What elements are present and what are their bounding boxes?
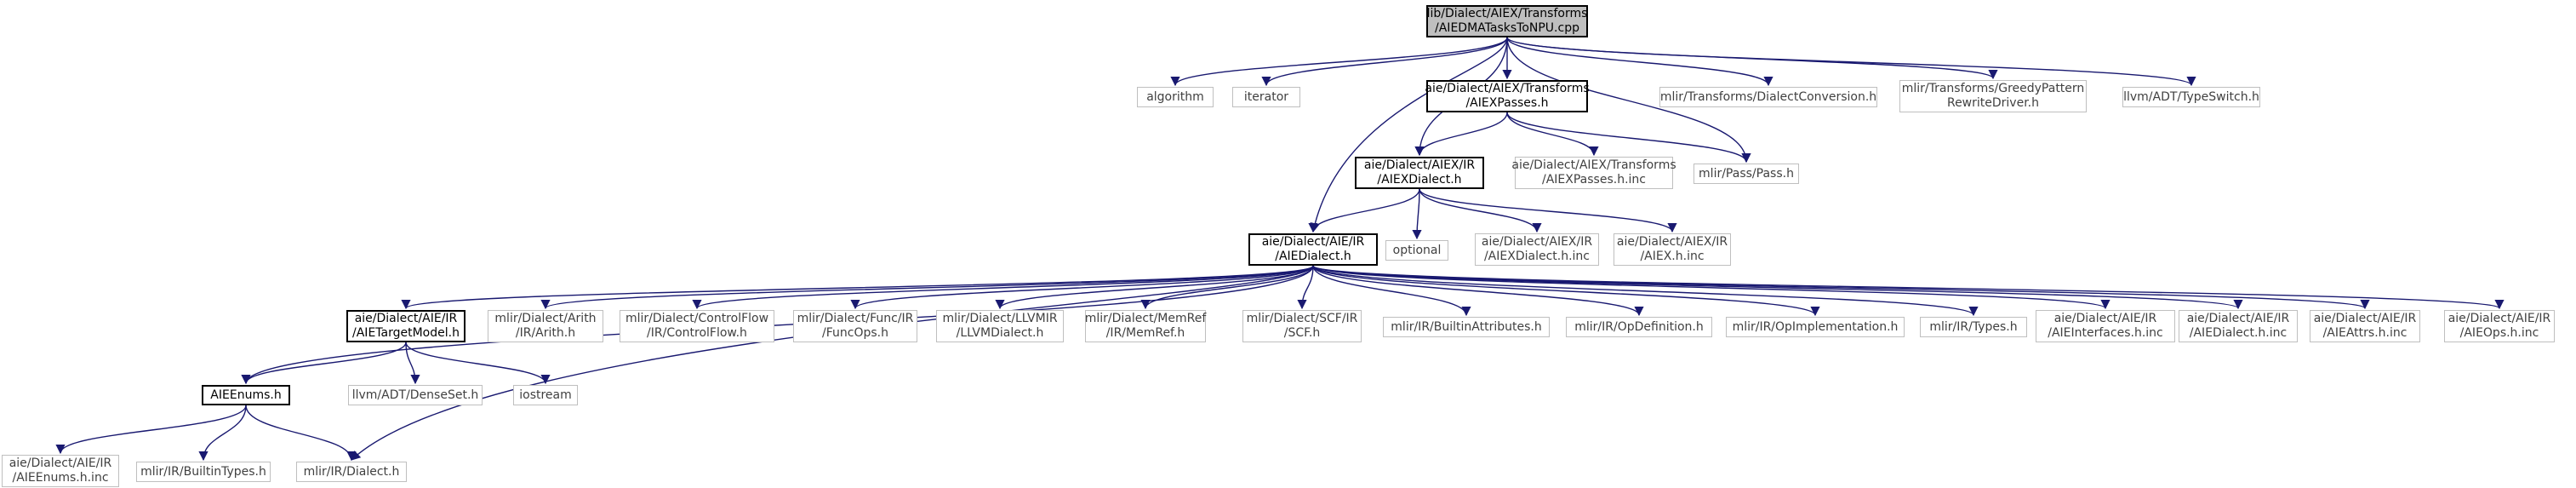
graph-edge-aiedialect-to-scf	[1297, 265, 1314, 310]
graph-node-llvmdialect[interactable]: mlir/Dialect/LLVMIR /LLVMDialect.h	[936, 310, 1064, 342]
graph-node-typeswitch[interactable]: llvm/ADT/TypeSwitch.h	[2122, 87, 2260, 107]
graph-node-dialectconv[interactable]: mlir/Transforms/DialectConversion.h	[1659, 87, 1877, 107]
graph-edge-aietarget-to-aieenums	[241, 342, 407, 385]
graph-edge-root-to-aiedialect	[1310, 37, 1508, 233]
graph-edge-aiedialect-to-aieinterfaces	[1312, 265, 2110, 310]
graph-edge-aiedialect-to-aietarget	[401, 265, 1314, 310]
graph-edge-aiexpasses-to-aiexdialect	[1414, 112, 1508, 157]
graph-edge-aiedialect-to-opdef	[1312, 265, 1644, 317]
graph-node-aieattrs[interactable]: aie/Dialect/AIE/IR /AIEAttrs.h.inc	[2310, 310, 2420, 342]
graph-edge-aietarget-to-iostream	[405, 342, 551, 385]
graph-node-aieinterfaces[interactable]: aie/Dialect/AIE/IR /AIEInterfaces.h.inc	[2036, 310, 2175, 342]
graph-edge-aieenums-to-irdialect	[245, 405, 357, 462]
graph-edge-root-to-iterator	[1261, 37, 1508, 87]
graph-edge-aiexdialect-to-aiedialect	[1308, 188, 1420, 233]
graph-node-aieenums[interactable]: AIEEnums.h	[202, 385, 290, 405]
graph-node-irdialect[interactable]: mlir/IR/Dialect.h	[296, 462, 407, 482]
graph-edge-aiedialect-to-opimpl	[1312, 265, 1820, 317]
graph-node-denseset[interactable]: llvm/ADT/DenseSet.h	[348, 385, 483, 405]
graph-node-root[interactable]: lib/Dialect/AIEX/Transforms /AIEDMATasks…	[1426, 5, 1588, 37]
graph-edge-aiexdialect-to-aiexinc	[1419, 188, 1677, 233]
graph-edge-aiedialect-to-arith	[540, 265, 1314, 310]
graph-edge-aieenums-to-builtintypes	[198, 405, 247, 462]
graph-node-aiedialect[interactable]: aie/Dialect/AIE/IR /AIEDialect.h	[1248, 233, 1378, 266]
graph-edge-aiedialect-to-funcops	[850, 265, 1314, 310]
graph-edge-aiedialect-to-controlflow	[692, 265, 1314, 310]
graph-node-iterator[interactable]: iterator	[1232, 87, 1300, 107]
graph-node-opimpl[interactable]: mlir/IR/OpImplementation.h	[1726, 317, 1905, 337]
graph-node-aieops[interactable]: aie/Dialect/AIE/IR /AIEOps.h.inc	[2444, 310, 2555, 342]
graph-edge-aietarget-to-denseset	[405, 342, 420, 385]
graph-edge-aiexpasses-to-pass	[1506, 112, 1751, 164]
graph-edge-root-to-typeswitch	[1506, 37, 2196, 87]
graph-node-aiexdialect[interactable]: aie/Dialect/AIEX/IR /AIEXDialect.h	[1355, 157, 1484, 189]
graph-edge-root-to-pass	[1506, 37, 1751, 164]
graph-node-aieenumsinc[interactable]: aie/Dialect/AIE/IR /AIEEnums.h.inc	[2, 455, 119, 487]
graph-edge-aiedialect-to-aieenums	[241, 265, 1314, 385]
graph-node-memref[interactable]: mlir/Dialect/MemRef /IR/MemRef.h	[1085, 310, 1206, 342]
graph-edge-aiedialect-to-memref	[1140, 265, 1314, 310]
graph-edge-aiexdialect-to-optional	[1412, 188, 1422, 240]
graph-node-builtintypes[interactable]: mlir/IR/BuiltinTypes.h	[136, 462, 271, 482]
graph-node-opdef[interactable]: mlir/IR/OpDefinition.h	[1566, 317, 1712, 337]
graph-node-aiexpassesinc[interactable]: aie/Dialect/AIEX/Transforms /AIEXPasses.…	[1511, 157, 1676, 189]
graph-node-optional[interactable]: optional	[1385, 240, 1448, 261]
graph-node-aiexdialectinc[interactable]: aie/Dialect/AIEX/IR /AIEXDialect.h.inc	[1475, 233, 1599, 266]
graph-node-aiedialectinc[interactable]: aie/Dialect/AIE/IR /AIEDialect.h.inc	[2179, 310, 2298, 342]
graph-edge-aiexpasses-to-aiexpassesinc	[1506, 112, 1599, 157]
graph-node-aiexinc[interactable]: aie/Dialect/AIEX/IR /AIEX.h.inc	[1614, 233, 1731, 266]
graph-node-aietarget[interactable]: aie/Dialect/AIE/IR /AIETargetModel.h	[346, 310, 466, 342]
graph-edge-root-to-algorithm	[1170, 37, 1508, 87]
graph-node-funcops[interactable]: mlir/Dialect/Func/IR /FuncOps.h	[793, 310, 917, 342]
graph-edge-aiedialect-to-builtinattr	[1312, 265, 1471, 317]
graph-node-pass[interactable]: mlir/Pass/Pass.h	[1694, 164, 1799, 184]
graph-node-builtinattr[interactable]: mlir/IR/BuiltinAttributes.h	[1383, 317, 1550, 337]
graph-node-aiexpasses[interactable]: aie/Dialect/AIEX/Transforms /AIEXPasses.…	[1425, 80, 1590, 112]
graph-edge-aieenums-to-aieenumsinc	[55, 405, 247, 455]
graph-node-greedy[interactable]: mlir/Transforms/GreedyPattern RewriteDri…	[1899, 80, 2087, 112]
graph-node-iostream[interactable]: iostream	[513, 385, 578, 405]
graph-node-controlflow[interactable]: mlir/Dialect/ControlFlow /IR/ControlFlow…	[620, 310, 774, 342]
graph-edge-aiedialect-to-types	[1312, 265, 1979, 317]
graph-node-arith[interactable]: mlir/Dialect/Arith /IR/Arith.h	[488, 310, 603, 342]
graph-edge-aiedialect-to-aieops	[1312, 265, 2505, 310]
graph-edge-aiedialect-to-aiedialectinc	[1312, 265, 2243, 310]
graph-edge-root-to-dialectconv	[1506, 37, 1773, 87]
graph-node-types[interactable]: mlir/IR/Types.h	[1920, 317, 2027, 337]
graph-node-scf[interactable]: mlir/Dialect/SCF/IR /SCF.h	[1242, 310, 1362, 342]
graph-node-algorithm[interactable]: algorithm	[1137, 87, 1214, 107]
graph-edge-aiexdialect-to-aiexdialectinc	[1419, 188, 1542, 233]
